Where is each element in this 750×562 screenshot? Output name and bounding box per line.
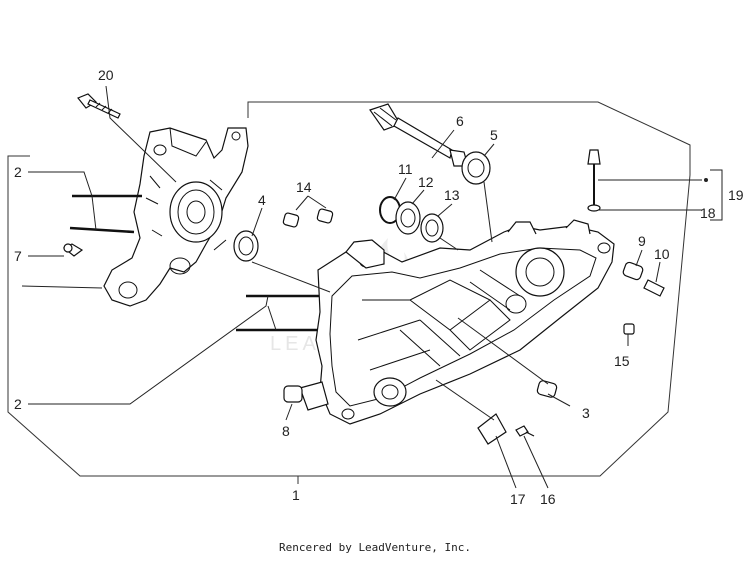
callout-15: 15 (614, 353, 630, 369)
callout-5: 5 (490, 127, 498, 143)
leader-lines (21, 85, 723, 489)
right-crankcase-half (299, 219, 615, 425)
pin-10 (643, 279, 665, 297)
callout-18: 18 (700, 205, 716, 221)
callout-2-upper: 2 (14, 164, 22, 180)
callout-labels: 20 2 7 4 14 2 6 5 11 12 13 19 18 9 10 15… (14, 67, 744, 507)
callout-14: 14 (296, 179, 312, 195)
callout-19: 19 (728, 187, 744, 203)
callout-12: 12 (418, 174, 434, 190)
callout-13: 13 (444, 187, 460, 203)
screw-16 (515, 425, 535, 437)
shaft-6 (369, 103, 469, 167)
callout-6: 6 (456, 113, 464, 129)
bolt-20 (77, 93, 121, 119)
oil-seal-4 (233, 230, 259, 262)
dowel-9 (622, 261, 644, 281)
bearing-5 (461, 151, 491, 185)
dowel-15 (623, 323, 635, 335)
callout-1: 1 (292, 487, 300, 503)
dowel-7 (62, 243, 84, 257)
dowel-8 (283, 385, 303, 403)
oil-seal-13 (420, 213, 444, 243)
dowel-3 (536, 380, 558, 398)
assembly-frame (7, 101, 691, 477)
callout-3: 3 (582, 405, 590, 421)
render-credit: Rencered by LeadVenture, Inc. (278, 541, 472, 554)
callout-8: 8 (282, 423, 290, 439)
bracket-17 (477, 413, 507, 445)
callout-4: 4 (258, 192, 266, 208)
studs-upper-left (69, 194, 142, 234)
callout-17: 17 (510, 491, 526, 507)
callout-2-lower: 2 (14, 396, 22, 412)
dipstick-18 (587, 149, 601, 212)
callout-9: 9 (638, 233, 646, 249)
left-crankcase-half (103, 127, 249, 307)
callout-20: 20 (98, 67, 114, 83)
bearing-12 (395, 201, 421, 235)
callout-10: 10 (654, 246, 670, 262)
dowels-14 (282, 208, 334, 228)
exploded-parts-diagram: LEADVENTURE (7, 67, 744, 507)
callout-7: 7 (14, 248, 22, 264)
leader-dot-19 (704, 178, 708, 182)
callout-16: 16 (540, 491, 556, 507)
callout-11: 11 (398, 161, 413, 177)
